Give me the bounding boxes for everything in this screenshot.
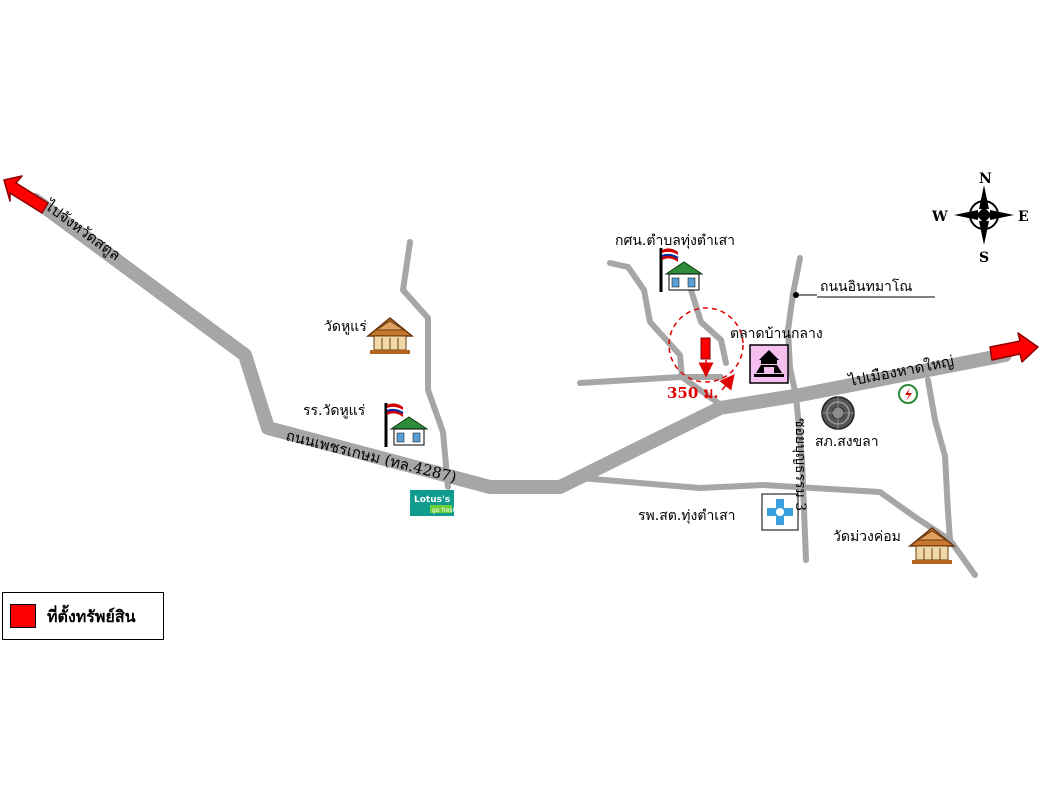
- legend-property-swatch: [10, 604, 36, 628]
- compass-n: N: [979, 171, 992, 187]
- label-ban-klang-market: ตลาดบ้านกลาง: [730, 326, 823, 342]
- label-health-hospital: รพ.สต.ทุ่งตำเสา: [638, 508, 736, 524]
- arrow-to-hatyai: [989, 332, 1039, 363]
- police-icon: [821, 396, 855, 430]
- label-songkhla-police: สภ.สงขลา: [815, 434, 879, 450]
- label-phetkasem-road: ถนนเพชรเกษม (ทล.4287): [284, 426, 458, 486]
- school-icon-wat-hu-rae: [384, 403, 429, 447]
- label-wat-muang-kom: วัดม่วงค่อม: [833, 529, 901, 545]
- property-marker[interactable]: [700, 337, 711, 360]
- label-to-hatyai: ไปเมืองหาดใหญ่: [846, 352, 955, 390]
- compass-rose: N S E W: [931, 171, 1029, 266]
- lotus-label: Lotus's: [414, 495, 450, 505]
- temple-icon-wat-muang-kom: [907, 527, 957, 564]
- label-intamano-road: ถนนอินทมาโณ: [820, 278, 912, 295]
- compass-w: W: [931, 209, 948, 225]
- school-icon-learning-center: [659, 248, 704, 292]
- label-to-satun: ไปจังหวัดสตูล: [41, 196, 124, 264]
- compass-s: S: [979, 250, 989, 266]
- intamano-pointer: [793, 292, 935, 298]
- temple-icon-wat-hu-rae: [365, 317, 415, 354]
- label-wat-hu-rae: วัดหูแร่: [324, 319, 367, 335]
- distance-label: 350 ม.: [667, 384, 719, 402]
- distance-circle: [668, 307, 744, 391]
- label-learning-center: กศน.ตำบลทุ่งตำเสา: [615, 233, 735, 249]
- hospital-icon: [761, 493, 799, 531]
- minor-roads: [400, 239, 978, 578]
- legend-box: ที่ตั้งทรัพย์สิน: [2, 592, 164, 640]
- fuel-station-icon: [898, 384, 918, 404]
- label-school-wat-hu-rae: รร.วัดหูแร่: [303, 403, 366, 419]
- market-icon: [749, 344, 789, 384]
- compass-e: E: [1018, 209, 1029, 225]
- legend-property-label: ที่ตั้งทรัพย์สิน: [47, 607, 136, 626]
- label-soi-boonyatham: ซอยบุญธรรม 3: [792, 418, 808, 511]
- arrow-to-satun: [3, 175, 49, 214]
- lotus-sub-label: go fresh: [432, 507, 457, 514]
- main-highway: [28, 193, 1012, 494]
- lotus-store-icon: Lotus's go fresh: [410, 490, 457, 516]
